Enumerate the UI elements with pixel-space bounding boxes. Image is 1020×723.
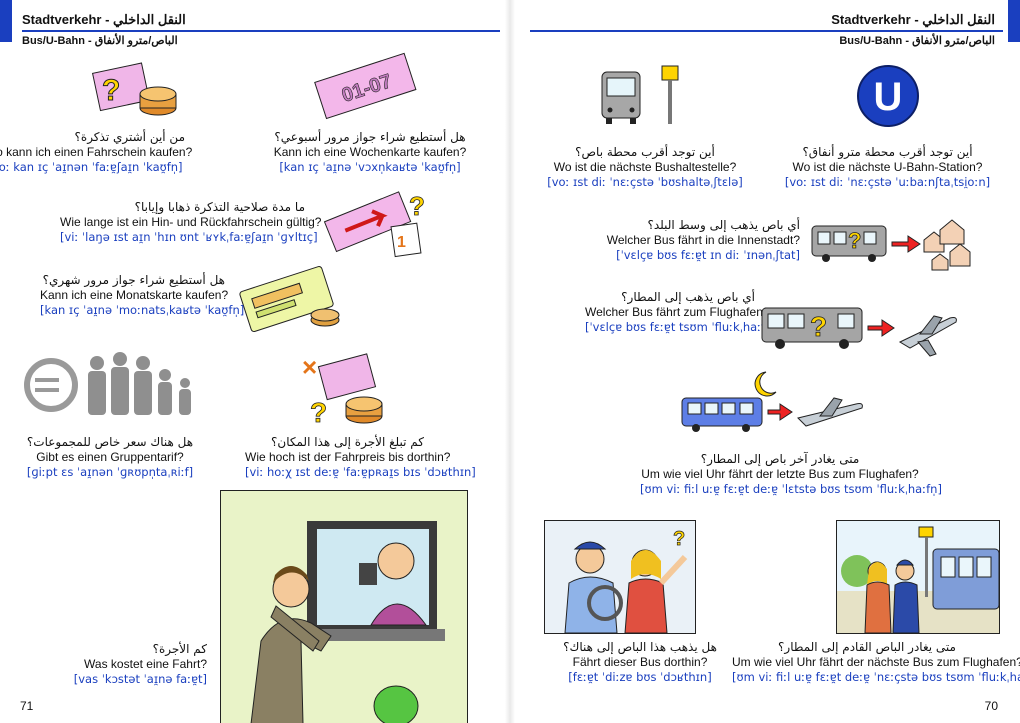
return-ticket-calendar-icon: 1 ? [323, 191, 425, 258]
right-page: Stadtverkehr - النقل الداخلي Bus/U-Bahn … [510, 0, 1020, 723]
page-tab-right [1008, 0, 1020, 42]
ticket-coins-icon: ? [91, 62, 177, 116]
phrase-block: هل هناك سعر خاص للمجموعات؟ Gibt es einen… [20, 435, 200, 480]
phrase-ipa: [kan ɪç ˈaɪ̯nə ˈvɔxn̩kaʁtə ˈkaʊ̯fn̩] [279, 160, 461, 174]
header-rule-left [22, 30, 500, 32]
phrase-german: Wie hoch ist der Fahrpreis bis dorthin? [245, 450, 451, 464]
svg-text:?: ? [102, 74, 120, 107]
phrase-block: متى يغادر الباص القادم إلى المطار؟ Um wi… [732, 640, 1020, 685]
page-number-right: 70 [984, 699, 998, 713]
svg-text:?: ? [810, 311, 827, 342]
phrase-german: Kann ich eine Wochenkarte kaufen? [273, 145, 467, 159]
phrase-arabic: متى يغادر الباص القادم إلى المطار؟ [778, 640, 956, 654]
subway-sign-letter: U [874, 75, 903, 119]
phrase-ipa: [voː ɪst diː ˈnɛːçstə ˈuːbaːnʃtaˌtsi̯oːn… [784, 175, 991, 189]
phrase-block: هل أستطيع شراء جواز مرور شهري؟ Kann ich … [40, 273, 245, 318]
phrase-ipa: [fɛːɐ̯t ˈdiːzɐ bʊs ˈdɔʁthɪn] [568, 670, 712, 684]
phrase-german: Wo ist die nächste U-Bahn-Station? [792, 160, 983, 174]
page-tab-left [0, 0, 12, 42]
left-page: Stadtverkehr - النقل الداخلي Bus/U-Bahn … [0, 0, 500, 723]
group-euro-icon [24, 352, 191, 415]
header-subtitle-right: Bus/U-Bahn - الباص/مترو الأنفاق [839, 35, 995, 47]
phrase-block: ما مدة صلاحية التذكرة ذهابا وإيابا؟ Wie … [60, 200, 322, 245]
phrase-arabic: كم تبلغ الأجرة إلى هذا المكان؟ [271, 435, 424, 449]
phrase-block: أين توجد أقرب محطة باص؟ Wo ist die nächs… [545, 145, 745, 190]
phrase-german: Gibt es einen Gruppentarif? [36, 450, 184, 464]
header-subtitle-left: Bus/U-Bahn - الباص/مترو الأنفاق [22, 35, 178, 47]
phrase-arabic: أين توجد أقرب محطة باص؟ [575, 145, 715, 159]
phrase-block: كم تبلغ الأجرة إلى هذا المكان؟ Wie hoch … [245, 435, 476, 480]
ticket-counter-illustration [220, 490, 468, 723]
phrase-german: Was kostet eine Fahrt? [84, 657, 207, 671]
phrase-ipa: [voː ɪst diː ˈnɛːçstə ˈbʊshaltəˌʃtɛlə] [547, 175, 743, 189]
phrase-arabic: هل يذهب هذا الباص إلى هناك؟ [563, 640, 717, 654]
phrase-german: Fährt dieser Bus dorthin? [572, 655, 708, 669]
svg-text:?: ? [673, 528, 685, 550]
phrase-block: كم الأجرة؟ Was kostet eine Fahrt? [vas ˈ… [60, 642, 207, 687]
phrase-german: Wie lange ist ein Hin- und Rückfahrschei… [60, 215, 322, 229]
phrase-arabic: كم الأجرة؟ [152, 642, 207, 656]
header-title-right: Stadtverkehr - النقل الداخلي [831, 12, 995, 27]
phrase-ipa: [viː hoːχ ɪst deːɐ̯ ˈfaːɐ̯pʀaɪ̯s bɪs ˈdɔ… [245, 465, 476, 479]
phrase-arabic: هل أستطيع شراء جواز مرور شهري؟ [42, 273, 225, 287]
phrase-ipa: [ʊm viː fiːl uːɐ̯ fɛːɐ̯t deːɐ̯ ˈlɛtstə b… [640, 482, 942, 496]
fare-price-icon: × ? [302, 352, 383, 428]
phrase-block: أي باص يذهب إلى المطار؟ Welcher Bus fähr… [585, 290, 777, 335]
monthly-pass-icon [239, 266, 340, 333]
header-title-left: Stadtverkehr - النقل الداخلي [22, 12, 186, 27]
phrase-arabic: هل هناك سعر خاص للمجموعات؟ [26, 435, 194, 449]
phrase-ipa: [ɡiːpt ɛs ˈaɪ̯nən ˈɡʀʊpn̩taˌʀiːf] [26, 465, 194, 479]
weekly-ticket-icon: 01-07 [314, 52, 417, 120]
phrase-arabic: هل أستطيع شراء جواز مرور أسبوعي؟ [274, 130, 466, 144]
last-bus-night-icon [681, 371, 863, 432]
phrase-block: هل يذهب هذا الباص إلى هناك؟ Fährt dieser… [540, 640, 740, 685]
bus-stop-icon [601, 65, 679, 124]
phrase-ipa: [viː ˈlaŋə ɪst aɪ̯n ˈhɪn ʊnt ˈʁʏkˌfaːɐ̯ʃ… [60, 230, 318, 244]
phrase-ipa: [ˈvɛlçɐ bʊs fɛːɐ̯t ɪn diː ˈɪnənˌʃtat] [616, 248, 800, 262]
phrase-german: Um wie viel Uhr fährt der nächste Bus zu… [732, 655, 1020, 669]
phrase-arabic: أي باص يذهب إلى المطار؟ [621, 290, 755, 304]
phrase-ipa: [ˈvɛlçɐ bʊs fɛːɐ̯t tsʊm ˈfluːkˌhaːfn̩] [585, 320, 777, 334]
phrase-german: Um wie viel Uhr fährt der letzte Bus zum… [641, 467, 919, 481]
svg-text:×: × [302, 352, 317, 382]
phrase-arabic: ما مدة صلاحية التذكرة ذهابا وإيابا؟ [134, 200, 305, 214]
phrase-ipa: [vas ˈkɔstət ˈaɪ̯nə faːɐ̯t] [73, 672, 207, 686]
phrase-arabic: أين توجد أقرب محطة مترو أنفاق؟ [802, 145, 973, 159]
phrase-arabic: أي باص يذهب إلى وسط البلد؟ [647, 218, 800, 232]
phrase-block: هل أستطيع شراء جواز مرور أسبوعي؟ Kann ic… [270, 130, 470, 175]
book-gutter [505, 0, 515, 723]
phrase-arabic: متى يغادر آخر باص إلى المطار؟ [700, 452, 860, 466]
phrase-arabic: من أين أشتري تذكرة؟ [74, 130, 185, 144]
header-rule-right [530, 30, 1003, 32]
phrase-german: Kann ich eine Monatskarte kaufen? [40, 288, 229, 302]
bus-to-city-icon: ? [811, 219, 971, 271]
phrase-ipa: [kan ɪç ˈaɪ̯nə ˈmoːnatsˌkaʁtə ˈkaʊ̯fn̩] [40, 303, 245, 317]
phrase-german: Wo ist die nächste Bushaltestelle? [553, 160, 737, 174]
bus-to-airport-icon: ? [761, 307, 957, 357]
phrase-block: متى يغادر آخر باص إلى المطار؟ Um wie vie… [640, 452, 942, 497]
subway-sign-icon: U [857, 65, 919, 127]
svg-text:?: ? [409, 191, 425, 221]
svg-text:?: ? [848, 228, 861, 253]
svg-text:?: ? [310, 397, 327, 428]
calendar-day-label: 1 [397, 234, 406, 251]
phrase-block: أي باص يذهب إلى وسط البلد؟ Welcher Bus f… [585, 218, 800, 263]
phrase-ipa: [voː kan ɪç ˈaɪ̯nən ˈfaːɐ̯ʃaɪ̯n ˈkaʊ̯fn̩… [0, 160, 183, 174]
phrase-ipa: [ʊm viː fiːl uːɐ̯ fɛːɐ̯t deːɐ̯ ˈnɛːçstə … [732, 670, 1020, 684]
page-number-left: 71 [20, 699, 34, 713]
phrase-block: من أين أشتري تذكرة؟ Wo kann ich einen Fa… [0, 130, 193, 175]
bus-driver-illustration: ? [544, 520, 696, 634]
phrase-german: Wo kann ich einen Fahrschein kaufen? [0, 145, 193, 159]
bus-station-illustration [836, 520, 1000, 634]
phrase-german: Welcher Bus fährt zum Flughafen? [585, 305, 770, 319]
phrase-block: أين توجد أقرب محطة مترو أنفاق؟ Wo ist di… [780, 145, 995, 190]
phrase-german: Welcher Bus fährt in die Innenstadt? [606, 233, 800, 247]
